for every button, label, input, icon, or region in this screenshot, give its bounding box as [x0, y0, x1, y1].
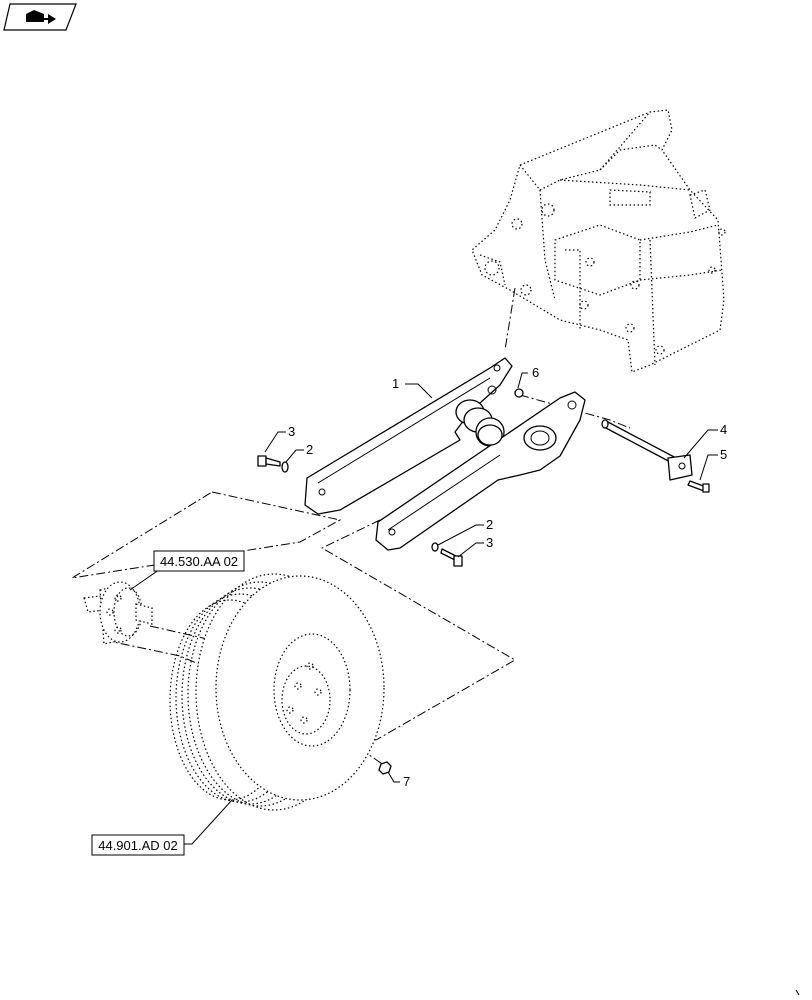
- part-2-washer-upper: [281, 461, 289, 473]
- callout-1: 1: [392, 376, 399, 391]
- callout-labels: 1 3 2 6 4 5 2 3 7: [288, 365, 727, 789]
- callout-3-lower: 3: [486, 535, 493, 550]
- part-1-arm: [304, 357, 513, 515]
- callout-5: 5: [720, 447, 727, 462]
- part-6-nut: [514, 388, 524, 398]
- reference-wheel-box[interactable]: 44.901.AD 02: [91, 834, 185, 856]
- reference-hub-box[interactable]: 44.530.AA 02: [153, 550, 245, 572]
- part-2-washer-lower: [431, 542, 439, 552]
- callout-2-lower: 2: [486, 517, 493, 532]
- hub-assembly: [83, 581, 153, 645]
- nav-icon-button[interactable]: [3, 3, 77, 31]
- reference-hub-label: 44.530.AA 02: [160, 554, 238, 569]
- part-3-bolt-lower: [440, 548, 463, 567]
- callout-7: 7: [403, 774, 410, 789]
- corner-mark: [795, 989, 800, 996]
- part-7-nut: [378, 761, 392, 775]
- book-arrow-icon: [26, 10, 56, 24]
- wheel-assembly: [169, 573, 385, 811]
- part-arm-right: [375, 391, 586, 551]
- callout-4: 4: [720, 422, 727, 437]
- reference-wheel-label: 44.901.AD 02: [98, 838, 178, 853]
- part-5-bolt: [687, 480, 710, 493]
- machine-frame: [471, 109, 726, 373]
- callout-2-upper: 2: [306, 442, 313, 457]
- part-4-pin: [601, 419, 693, 481]
- part-3-bolt-upper: [257, 455, 281, 467]
- callout-6: 6: [532, 365, 539, 380]
- callout-3-upper: 3: [288, 424, 295, 439]
